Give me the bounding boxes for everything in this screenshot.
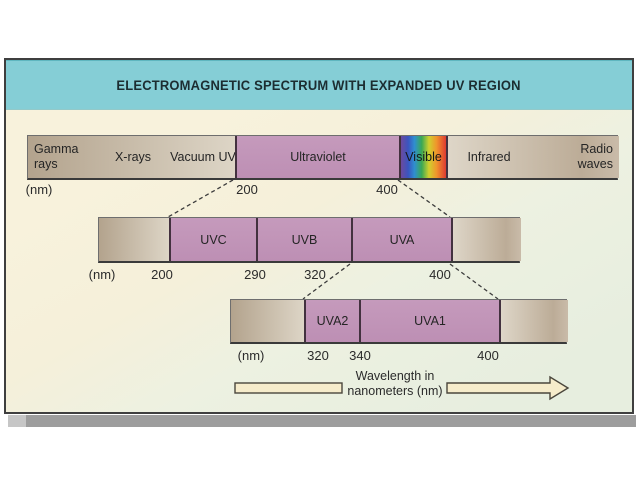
segment-label-vacuum-uv: Vacuum UV: [170, 150, 236, 164]
uva-bar: UVA2 UVA1: [230, 299, 568, 344]
figure-body: Gamma rays X-rays Vacuum UV Ultraviolet …: [6, 110, 632, 414]
tick-200-row1: 200: [236, 182, 258, 197]
figure-title: ELECTROMAGNETIC SPECTRUM WITH EXPANDED U…: [116, 77, 522, 93]
uv-bar-right-end: [451, 218, 521, 261]
wavelength-arrow-tail: [234, 382, 343, 394]
expansion-dash-400b: [449, 263, 499, 300]
segment-label-uva: UVA: [389, 232, 415, 247]
segment-label-infrared: Infrared: [467, 150, 511, 164]
figure-panel: ELECTROMAGNETIC SPECTRUM WITH EXPANDED U…: [4, 58, 634, 414]
segment-label-visible: Visible: [405, 150, 442, 164]
segment-label-uva1: UVA1: [414, 314, 446, 328]
uv-bar: UVC UVB UVA: [98, 217, 521, 263]
segment-uvb: UVB: [256, 218, 351, 261]
segment-label-x-rays: X-rays: [114, 150, 152, 164]
spectrum-bar: Gamma rays X-rays Vacuum UV Ultraviolet …: [27, 135, 619, 180]
segment-uva1: UVA1: [359, 300, 499, 342]
tick-340-row3: 340: [349, 348, 371, 363]
tick-400-row2: 400: [429, 267, 451, 282]
segment-label-ultraviolet: Ultraviolet: [290, 150, 346, 164]
tick-320-row2: 320: [304, 267, 326, 282]
tick-200-row2: 200: [151, 267, 173, 282]
unit-label-nm-row1: (nm): [25, 182, 53, 197]
segment-label-gamma-rays: Gamma rays: [34, 142, 79, 171]
figure-title-bar: ELECTROMAGNETIC SPECTRUM WITH EXPANDED U…: [6, 60, 632, 110]
segment-uvc: UVC: [169, 218, 256, 261]
segment-label-uvb: UVB: [291, 232, 318, 247]
panel-drop-shadow: [8, 415, 636, 427]
tick-290-row2: 290: [244, 267, 266, 282]
segment-high-energy: Gamma rays X-rays Vacuum UV: [28, 136, 236, 178]
segment-label-uvc: UVC: [200, 232, 227, 247]
tick-400-row3: 400: [477, 348, 499, 363]
uva-bar-left-end: [231, 300, 304, 342]
unit-label-nm-row2: (nm): [88, 267, 116, 282]
segment-visible: Visible: [399, 136, 446, 178]
unit-label-nm-row3: (nm): [237, 348, 265, 363]
segment-low-energy: Infrared Radio waves: [446, 136, 619, 178]
segment-label-radio-waves: Radio waves: [577, 142, 613, 171]
segment-ultraviolet: Ultraviolet: [235, 136, 399, 178]
uv-bar-left-end: [99, 218, 169, 261]
wavelength-axis-label: Wavelength in nanometers (nm): [347, 369, 443, 398]
expansion-dash-400: [397, 179, 451, 218]
tick-400-row1: 400: [376, 182, 398, 197]
segment-label-uva2: UVA2: [316, 314, 349, 328]
expansion-dash-200: [167, 179, 234, 218]
uva-bar-right-end: [499, 300, 568, 342]
segment-uva2: UVA2: [304, 300, 359, 342]
tick-320-row3: 320: [307, 348, 329, 363]
wavelength-arrow-head: [446, 375, 570, 401]
segment-uva: UVA: [351, 218, 451, 261]
